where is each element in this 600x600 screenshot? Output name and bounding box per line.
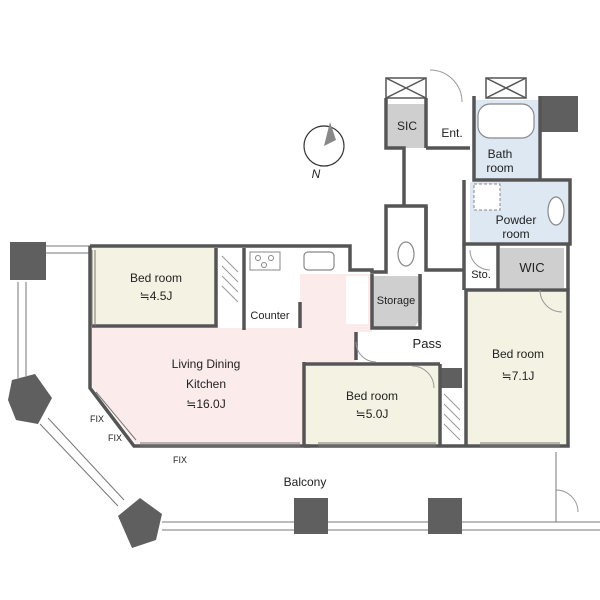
- bedroom-3-size: ≒7.1J: [502, 369, 535, 383]
- powder-label-2: room: [502, 227, 529, 241]
- column-nw: [10, 242, 46, 280]
- entrance-wall: [384, 98, 470, 206]
- fix-label-3: FIX: [173, 455, 187, 465]
- bedroom-3-fill: [466, 292, 566, 444]
- window-lines: [91, 250, 560, 447]
- column-southwest: [118, 498, 162, 548]
- fix-label-1: FIX: [90, 414, 104, 424]
- compass-n-label: N: [312, 167, 321, 181]
- kitchen-sink: [303, 251, 335, 271]
- counter-label: Counter: [250, 310, 289, 322]
- bath-wall: [462, 96, 572, 246]
- closet-hatch: [221, 255, 461, 441]
- balcony-outline: [17, 245, 600, 531]
- column-west: [8, 374, 52, 424]
- wic-fill: [500, 248, 564, 288]
- bath-label-1: Bath: [488, 147, 513, 161]
- fix-label-2: FIX: [108, 433, 122, 443]
- door-swings: [355, 69, 579, 513]
- sto-fill: [466, 258, 498, 288]
- bedroom-1-size: ≒4.5J: [140, 289, 173, 303]
- bedroom-1-fill: [92, 248, 216, 324]
- powder-sink: [547, 196, 565, 226]
- ldk-label-1: Living Dining: [172, 357, 241, 371]
- column-balcony-1: [294, 498, 328, 534]
- bath-label-2: room: [486, 161, 513, 175]
- cooktop: [249, 251, 281, 271]
- closet-b1-fill: [218, 250, 242, 324]
- sto-label: Sto.: [471, 269, 491, 281]
- bedroom-2-fill: [306, 366, 438, 444]
- washer: [473, 183, 501, 211]
- counter-fill: [244, 302, 300, 328]
- outdoor-units: [385, 77, 527, 99]
- ldk-fill: [92, 250, 372, 444]
- north-compass: N: [303, 122, 345, 181]
- bedroom-1-label: Bed room: [130, 271, 182, 285]
- storage-label: Storage: [377, 295, 416, 307]
- column-balcony-2: [428, 498, 462, 534]
- toilet: [397, 241, 415, 267]
- ldk-size: ≒16.0J: [186, 397, 225, 411]
- sic-fill: [388, 104, 426, 148]
- ent-label: Ent.: [441, 126, 462, 140]
- bathtub: [477, 103, 535, 139]
- powder-label-1: Powder: [496, 213, 537, 227]
- bedroom-2-label: Bed room: [346, 389, 398, 403]
- bedroom-3-label: Bed room: [492, 347, 544, 361]
- storage-fill: [372, 276, 422, 328]
- ldk-label-2: Kitchen: [186, 377, 226, 391]
- wic-wall: [462, 244, 570, 290]
- bedroom-2-size: ≒5.0J: [356, 407, 389, 421]
- closet-b2-fill: [440, 388, 464, 444]
- wic-label: WIC: [519, 260, 544, 275]
- column-east-small: [440, 368, 462, 388]
- fridge-fill: [346, 276, 368, 324]
- column-ne: [540, 96, 578, 132]
- balcony-label: Balcony: [284, 475, 327, 489]
- pass-label: Pass: [413, 336, 442, 351]
- sic-label: SIC: [397, 119, 417, 133]
